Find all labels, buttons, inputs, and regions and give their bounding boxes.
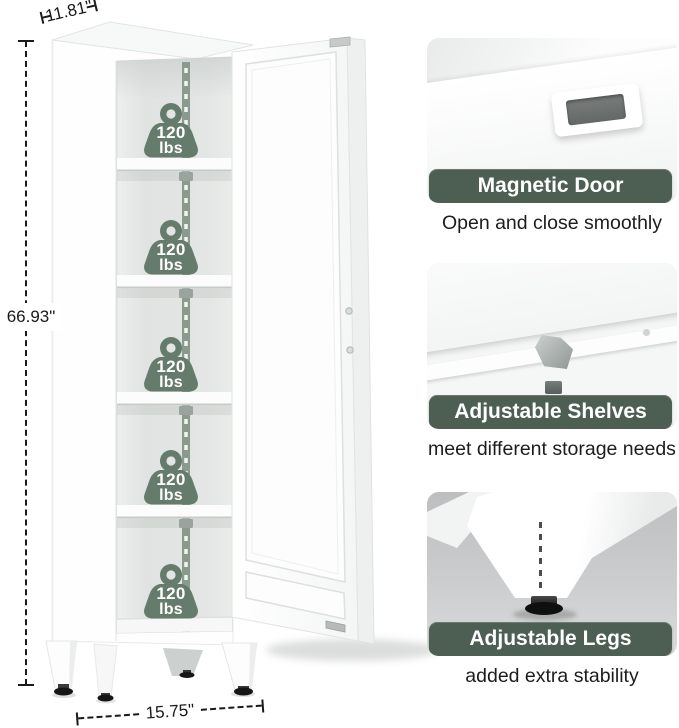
- lock-hole: [346, 346, 354, 354]
- lock-hole: [345, 307, 353, 315]
- weight-value: 120: [156, 123, 186, 142]
- magnetic-door-photo: Magnetic Door: [427, 38, 677, 203]
- dimension-cap: [18, 684, 34, 686]
- weight-value: 120: [156, 470, 186, 489]
- open-door: [231, 36, 375, 645]
- weight-unit: lbs: [159, 601, 183, 618]
- kettlebell-weight-icon: [144, 337, 198, 392]
- door-handle-recess-bottom: [325, 620, 346, 633]
- feature-caption: Open and close smoothly: [441, 212, 663, 234]
- shelf-pin-hole-art: [643, 329, 650, 336]
- kettlebell-weight-icon: [144, 450, 198, 505]
- weight-value: 120: [156, 357, 186, 376]
- weight-value: 120: [156, 584, 186, 603]
- leg-hole-dashes-art: [539, 522, 542, 594]
- kettlebell-weight-icon: [144, 220, 198, 275]
- weight-unit: lbs: [159, 257, 183, 274]
- door-handle-recess-top: [329, 36, 351, 48]
- weight-unit: lbs: [159, 487, 183, 504]
- feature-title: Magnetic Door: [477, 174, 624, 197]
- kettlebell-weight-icon: [144, 103, 198, 158]
- shelf-slot-art: [545, 381, 562, 394]
- cabinet-legs: [45, 640, 258, 704]
- feature-caption: added extra stability: [465, 665, 639, 687]
- feature-panel-adjustable-shelves: Adjustable Shelves meet different storag…: [427, 263, 677, 461]
- height-dimension-line: [25, 41, 27, 685]
- adjustable-shelves-photo: Adjustable Shelves: [427, 263, 677, 429]
- feature-banner: Adjustable Shelves: [429, 395, 672, 429]
- feature-title: Adjustable Legs: [469, 627, 632, 650]
- leveling-foot-pad-art: [525, 602, 563, 615]
- height-dimension-label: 66.93": [0, 303, 62, 331]
- dimension-dash-line: [201, 704, 262, 711]
- dimension-dash-line: [78, 713, 139, 720]
- door-floor-shadow: [266, 639, 438, 661]
- feature-panel-magnetic-door: Magnetic Door Open and close smoothly: [427, 38, 677, 235]
- kettlebell-weight-icon: [144, 564, 198, 619]
- weight-unit: lbs: [159, 140, 183, 157]
- weight-value: 120: [156, 240, 186, 259]
- feature-panel-adjustable-legs: Adjustable Legs added extra stability: [427, 492, 677, 688]
- feature-banner: Magnetic Door: [429, 169, 672, 203]
- weight-unit: lbs: [159, 374, 183, 391]
- feature-title: Adjustable Shelves: [454, 400, 647, 423]
- adjustable-legs-photo: Adjustable Legs: [427, 492, 677, 656]
- handle-cavity-art: [565, 93, 627, 126]
- feature-caption: meet different storage needs: [428, 438, 676, 460]
- feature-banner: Adjustable Legs: [429, 622, 672, 656]
- shelves: [116, 158, 233, 633]
- shelf-clip-art: [535, 335, 573, 369]
- cabinet-illustration: [45, 21, 438, 704]
- shelf-adjustment-track: [182, 62, 190, 632]
- leveling-foot-stem-art: [531, 596, 557, 605]
